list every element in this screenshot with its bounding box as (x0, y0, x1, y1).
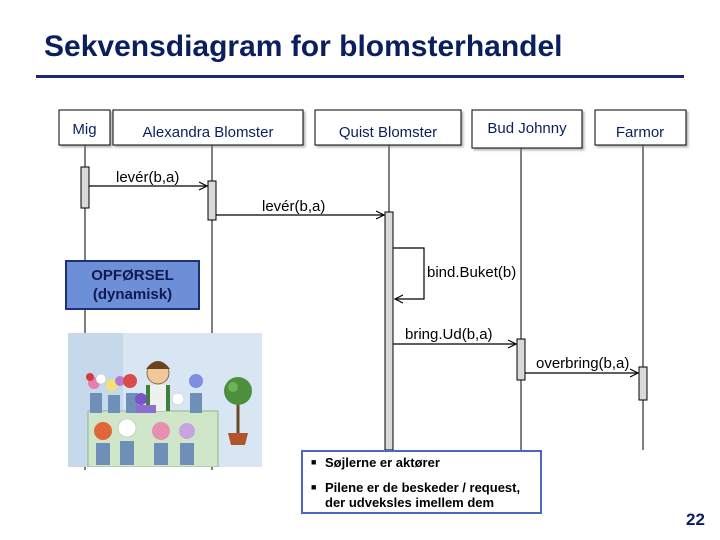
actor-quist: Quist Blomster (314, 109, 462, 146)
message-lever-2: levér(b,a) (216, 198, 384, 215)
message-overbring: overbring(b,a) (525, 355, 638, 373)
page-title: Sekvensdiagram for blomsterhandel (44, 30, 563, 63)
actor-farmor: Farmor (594, 109, 687, 146)
message-label: bind.Buket(b) (427, 264, 516, 281)
actor-label: Quist Blomster (339, 124, 437, 141)
message-label: bring.Ud(b,a) (405, 326, 493, 343)
note-line-2: (dynamisk) (92, 286, 173, 303)
actor-bud: Bud Johnny (471, 109, 583, 149)
activation-mig (80, 166, 90, 209)
legend-item: ■ Pilene er de beskeder / request, der u… (311, 480, 534, 510)
bullet-icon: ■ (311, 482, 317, 492)
message-label: levér(b,a) (116, 169, 179, 186)
message-bind-buket: bind.Buket(b) (393, 247, 516, 299)
message-lever-1: levér(b,a) (89, 169, 207, 186)
legend-text: Pilene er de beskeder / request, der udv… (325, 480, 521, 510)
message-label: overbring(b,a) (536, 355, 629, 372)
actor-alexandra: Alexandra Blomster (112, 109, 304, 146)
activation-alexandra (207, 180, 217, 221)
page-number: 22 (686, 510, 705, 529)
bullet-icon: ■ (311, 457, 317, 467)
actor-label: Alexandra Blomster (143, 124, 274, 141)
actor-label: Mig (72, 121, 96, 138)
actor-label: Farmor (616, 124, 664, 141)
florist-illustration (68, 333, 262, 467)
legend-box: ■ Søjlerne er aktører ■ Pilene er de bes… (301, 450, 542, 514)
note-line-1: OPFØRSEL (91, 267, 174, 284)
message-label: levér(b,a) (262, 198, 325, 215)
title-underline (36, 75, 684, 78)
message-bring-ud: bring.Ud(b,a) (393, 326, 516, 344)
activation-quist (384, 211, 394, 451)
legend-text: Søjlerne er aktører (325, 455, 440, 470)
actor-label: Bud Johnny (487, 120, 567, 137)
behavior-note: OPFØRSEL (dynamisk) (65, 260, 200, 310)
activation-farmor (638, 366, 648, 401)
activation-bud (516, 338, 526, 381)
legend-item: ■ Søjlerne er aktører (311, 455, 534, 470)
actor-mig: Mig (58, 109, 111, 146)
